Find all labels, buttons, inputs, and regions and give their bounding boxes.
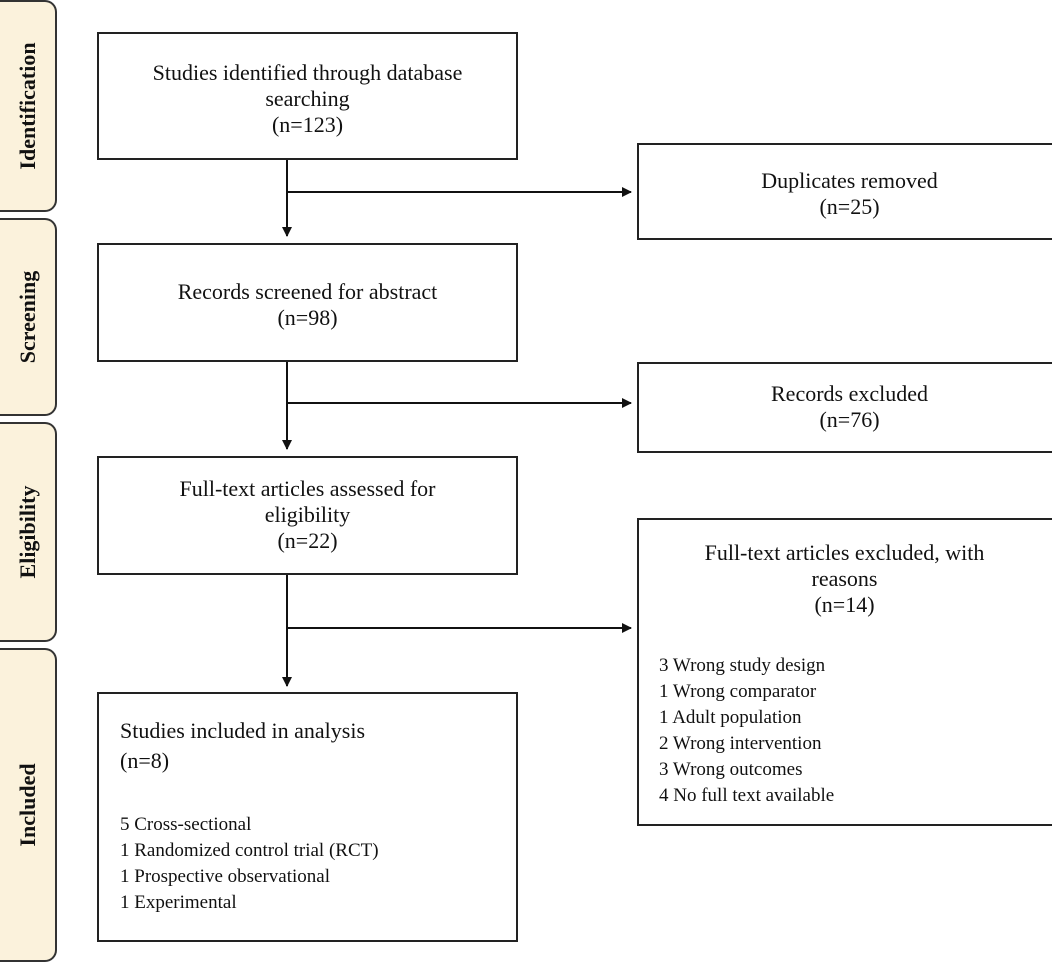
list-item: 3 Wrong outcomes	[659, 759, 803, 780]
records-excluded-count: (n=76)	[819, 407, 880, 432]
screened-text: Records screened for abstract	[177, 279, 438, 304]
included-text: Studies included in analysis	[120, 718, 366, 743]
phase-eligibility: Eligibility	[0, 422, 57, 642]
box-studies-included: Studies included in analysis (n=8) 5 Cro…	[97, 692, 518, 942]
box-fulltext-excluded: Full-text articles excluded, with reason…	[637, 518, 1052, 826]
list-item: 1 Prospective observational	[120, 866, 331, 887]
assessed-count: (n=22)	[277, 528, 338, 553]
list-item: 1 Experimental	[120, 892, 237, 913]
list-item: 1 Wrong comparator	[659, 681, 817, 702]
list-item: 1 Randomized control trial (RCT)	[120, 840, 379, 861]
list-item: 4 No full text available	[659, 785, 835, 806]
records-excluded-text: Records excluded	[771, 381, 928, 406]
list-item: 5 Cross-sectional	[120, 814, 252, 835]
exclusion-reasons: 3 Wrong study design 1 Wrong comparator …	[659, 653, 834, 809]
identified-count: (n=123)	[271, 112, 344, 137]
assessed-text-line1: Full-text articles assessed for	[179, 476, 436, 501]
included-study-types: 5 Cross-sectional 1 Randomized control t…	[120, 812, 379, 916]
identified-text-line1: Studies identified through database	[152, 60, 463, 85]
phase-included: Included	[0, 648, 57, 962]
list-item: 2 Wrong intervention	[659, 733, 822, 754]
box-records-excluded: Records excluded (n=76)	[637, 362, 1052, 453]
list-item: 3 Wrong study design	[659, 655, 826, 676]
assessed-text-line2: eligibility	[264, 502, 351, 527]
excluded-text-line1: Full-text articles excluded, with	[704, 540, 985, 565]
list-item: 1 Adult population	[659, 707, 802, 728]
fulltext-excluded-header: Full-text articles excluded, with reason…	[639, 540, 1050, 618]
excluded-text-line2: reasons	[811, 566, 878, 591]
included-count: (n=8)	[120, 748, 170, 773]
phase-screening: Screening	[0, 218, 57, 416]
duplicates-count: (n=25)	[819, 194, 880, 219]
phase-identification: Identification	[0, 0, 57, 212]
box-records-screened: Records screened for abstract (n=98)	[97, 243, 518, 362]
screened-count: (n=98)	[277, 305, 338, 330]
box-fulltext-assessed: Full-text articles assessed for eligibil…	[97, 456, 518, 575]
excluded-count: (n=14)	[814, 592, 875, 617]
box-studies-identified: Studies identified through database sear…	[97, 32, 518, 160]
duplicates-text: Duplicates removed	[761, 168, 938, 193]
identified-text-line2: searching	[265, 86, 350, 111]
box-duplicates-removed: Duplicates removed (n=25)	[637, 143, 1052, 240]
